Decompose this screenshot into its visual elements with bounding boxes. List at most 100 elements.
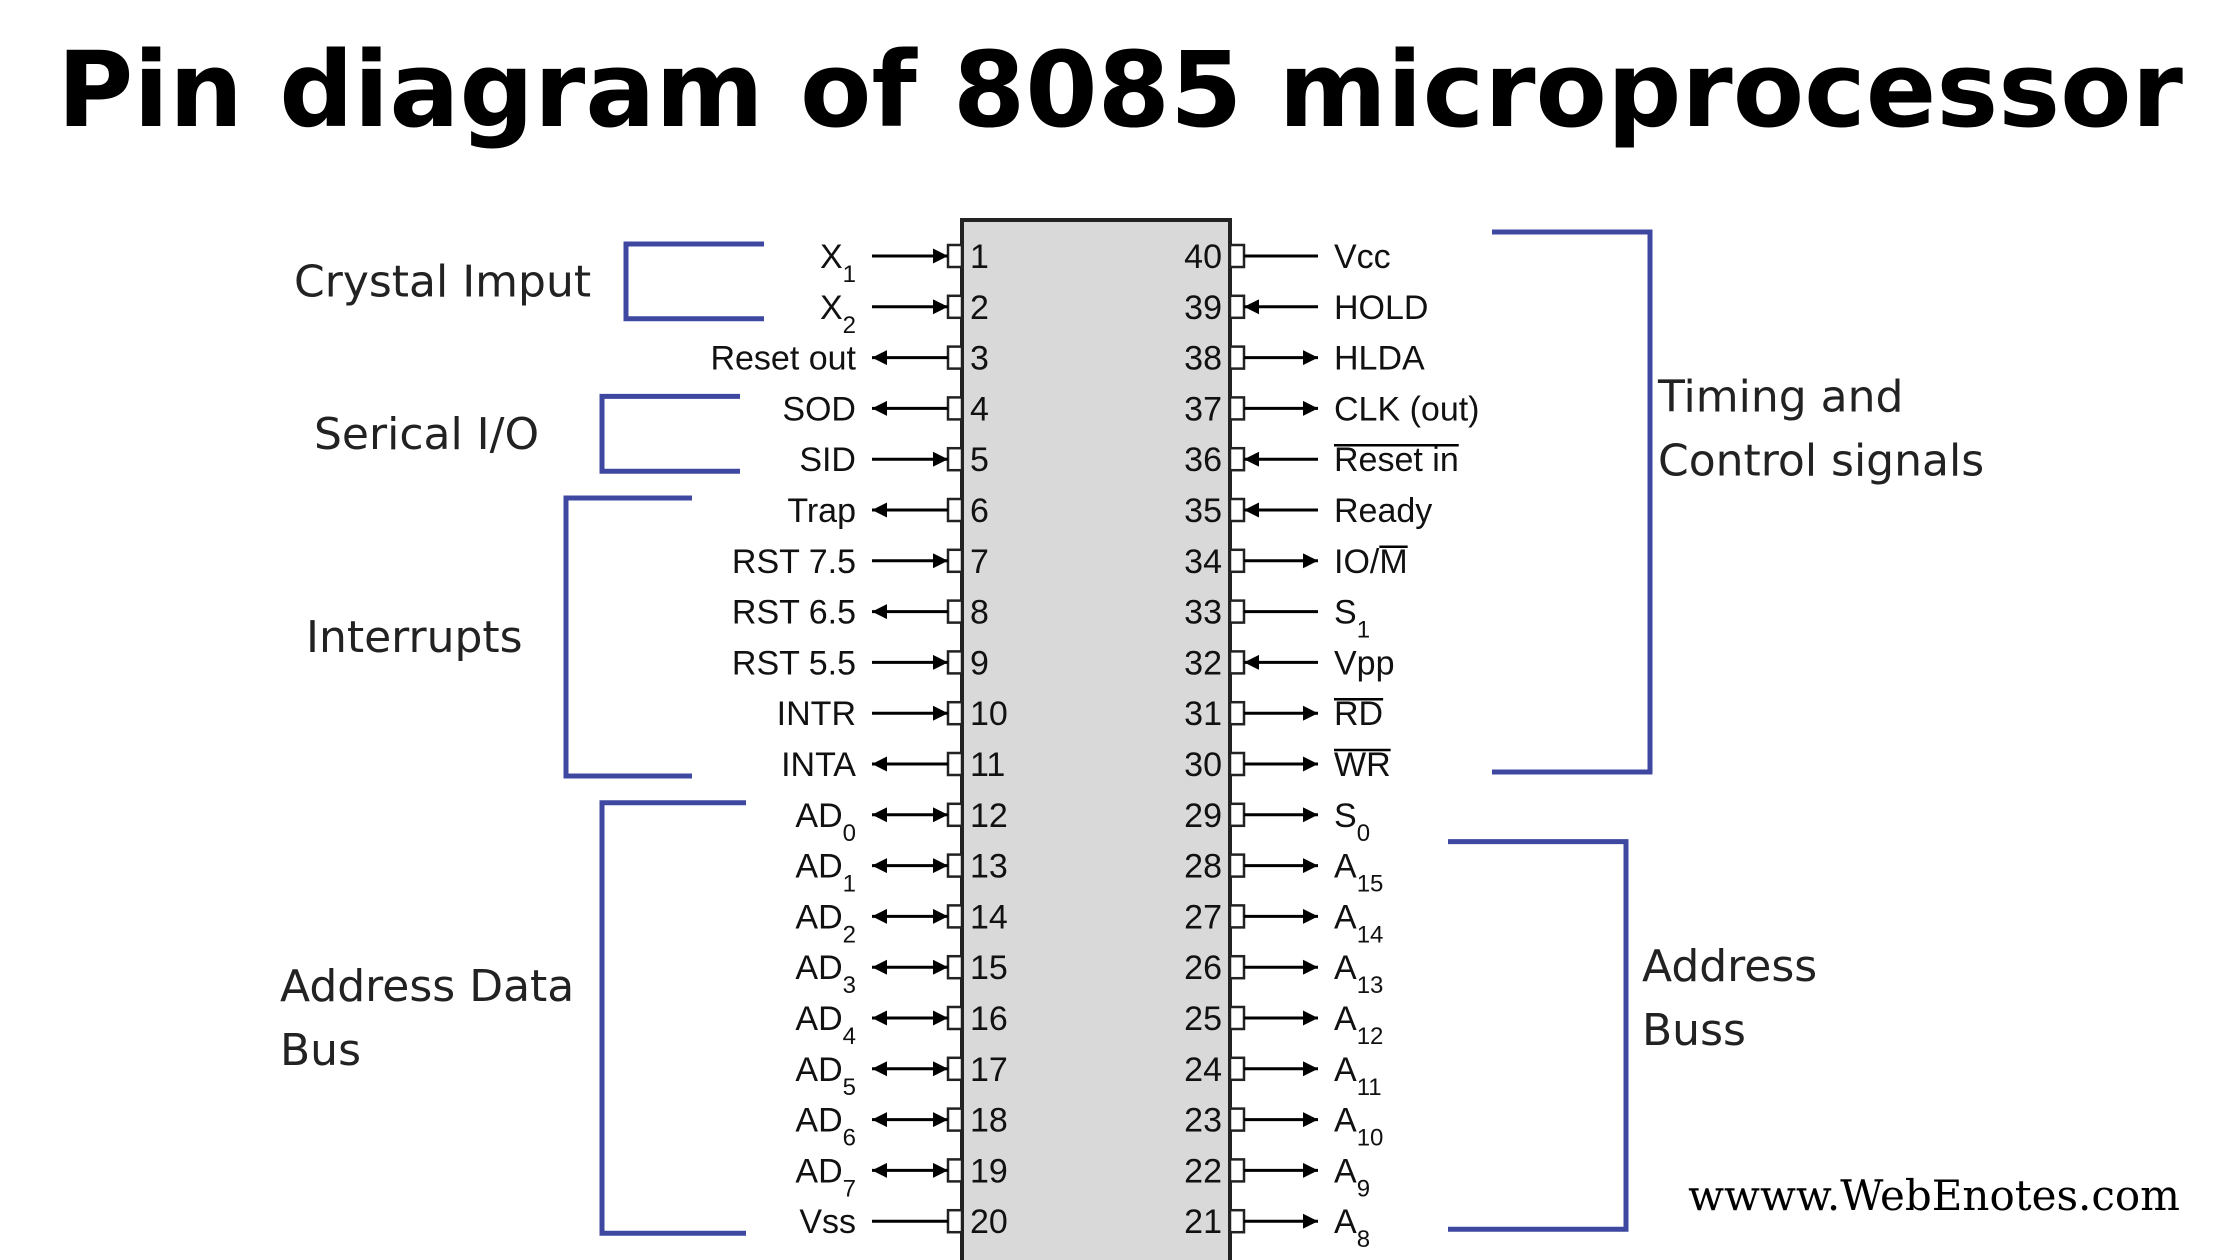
pin-stub xyxy=(1228,497,1246,523)
pin-number: 20 xyxy=(970,1203,1008,1241)
pin-number: 4 xyxy=(970,390,989,428)
pin-number: 34 xyxy=(1184,543,1222,581)
pin-label: AD2 xyxy=(795,898,856,948)
pin-number: 9 xyxy=(970,644,989,682)
pin-number: 5 xyxy=(970,441,989,479)
pin-row: IO/M34 xyxy=(1184,543,1408,581)
bracket-line xyxy=(563,495,692,779)
pin-label: AD5 xyxy=(795,1051,856,1101)
pin-stub xyxy=(1228,294,1246,320)
pin-stub xyxy=(946,396,964,421)
pin-label: X1 xyxy=(820,238,856,288)
pin-number: 10 xyxy=(970,695,1008,733)
pin-number: 40 xyxy=(1184,238,1222,276)
pin-stub xyxy=(1228,548,1246,574)
bracket-line xyxy=(599,800,746,1236)
pin-label: X2 xyxy=(820,289,856,339)
pin-label: CLK (out) xyxy=(1334,390,1480,428)
pin-stub xyxy=(946,1107,964,1132)
pin-number: 39 xyxy=(1184,289,1222,327)
pin-number: 38 xyxy=(1184,340,1222,378)
pin-label: A8 xyxy=(1334,1203,1370,1253)
pin-number: 8 xyxy=(970,594,989,632)
pin-label: RST 7.5 xyxy=(732,543,856,581)
pin-label: SID xyxy=(799,441,856,479)
pin-number: 14 xyxy=(970,898,1008,936)
pin-row: RST 7.5 7 xyxy=(732,543,989,581)
pin-row: Ready 35 xyxy=(1184,492,1432,530)
bracket-line xyxy=(599,393,740,474)
pin-number: 7 xyxy=(970,543,989,581)
pin-stub xyxy=(946,904,964,929)
pin-number: 19 xyxy=(970,1152,1008,1190)
pin-number: 3 xyxy=(970,340,989,378)
pin-number: 37 xyxy=(1184,390,1222,428)
group-label: Timing and xyxy=(1657,371,1903,422)
pin-stub xyxy=(1228,446,1246,472)
pin-stub xyxy=(946,1056,964,1082)
pin-number: 31 xyxy=(1184,695,1222,733)
pin-stub xyxy=(946,294,964,320)
pin-label: A12 xyxy=(1334,1000,1383,1050)
pin-number: 15 xyxy=(970,949,1008,987)
pin-label: S1 xyxy=(1334,594,1370,644)
pin-row: A12 25 xyxy=(1184,1000,1383,1050)
pin-stub xyxy=(1228,243,1246,269)
group-label: Interrupts xyxy=(306,612,523,663)
pin-number: 16 xyxy=(970,1000,1008,1038)
pin-number: 2 xyxy=(970,289,989,327)
bracket-line xyxy=(1448,839,1629,1232)
group-label: Crystal Imput xyxy=(294,256,591,307)
pin-label: Trap xyxy=(787,492,856,530)
pin-label: Ready xyxy=(1334,492,1432,530)
pin-label: Vcc xyxy=(1334,238,1391,276)
pin-label: AD1 xyxy=(795,848,856,898)
pin-number: 27 xyxy=(1184,898,1222,936)
pin-stub xyxy=(946,751,964,777)
pin-label: HOLD xyxy=(1334,289,1428,327)
bracket-line xyxy=(1492,229,1653,775)
pin-number: 24 xyxy=(1184,1051,1222,1089)
pin-number: 25 xyxy=(1184,1000,1222,1038)
group-label: Serical I/O xyxy=(314,409,539,460)
pin-number: 11 xyxy=(970,746,1005,784)
pin-number: 21 xyxy=(1184,1203,1222,1241)
pin-stub xyxy=(1228,599,1246,624)
pin-number: 18 xyxy=(970,1102,1008,1140)
pin-label: AD6 xyxy=(795,1102,856,1152)
pin-number: 28 xyxy=(1184,848,1222,886)
pin-stub xyxy=(1228,650,1246,675)
pin-stub xyxy=(1228,1005,1246,1031)
pin-label: A9 xyxy=(1334,1152,1370,1202)
pin-label: AD3 xyxy=(795,949,856,999)
pin-stub xyxy=(946,650,964,675)
group-bracket: Crystal Imput xyxy=(294,241,764,322)
pin-number: 35 xyxy=(1184,492,1222,530)
pin-stub xyxy=(946,446,964,472)
pin-number: 33 xyxy=(1184,594,1222,632)
pin-stub xyxy=(1228,904,1246,929)
pin-label: INTA xyxy=(781,746,856,784)
pin-stub xyxy=(1228,1107,1246,1132)
watermark: wwww.WebEnotes.com xyxy=(1688,1171,2180,1220)
pin-stub xyxy=(946,497,964,523)
group-bracket: Interrupts xyxy=(306,495,692,779)
pin-stub xyxy=(946,954,964,980)
